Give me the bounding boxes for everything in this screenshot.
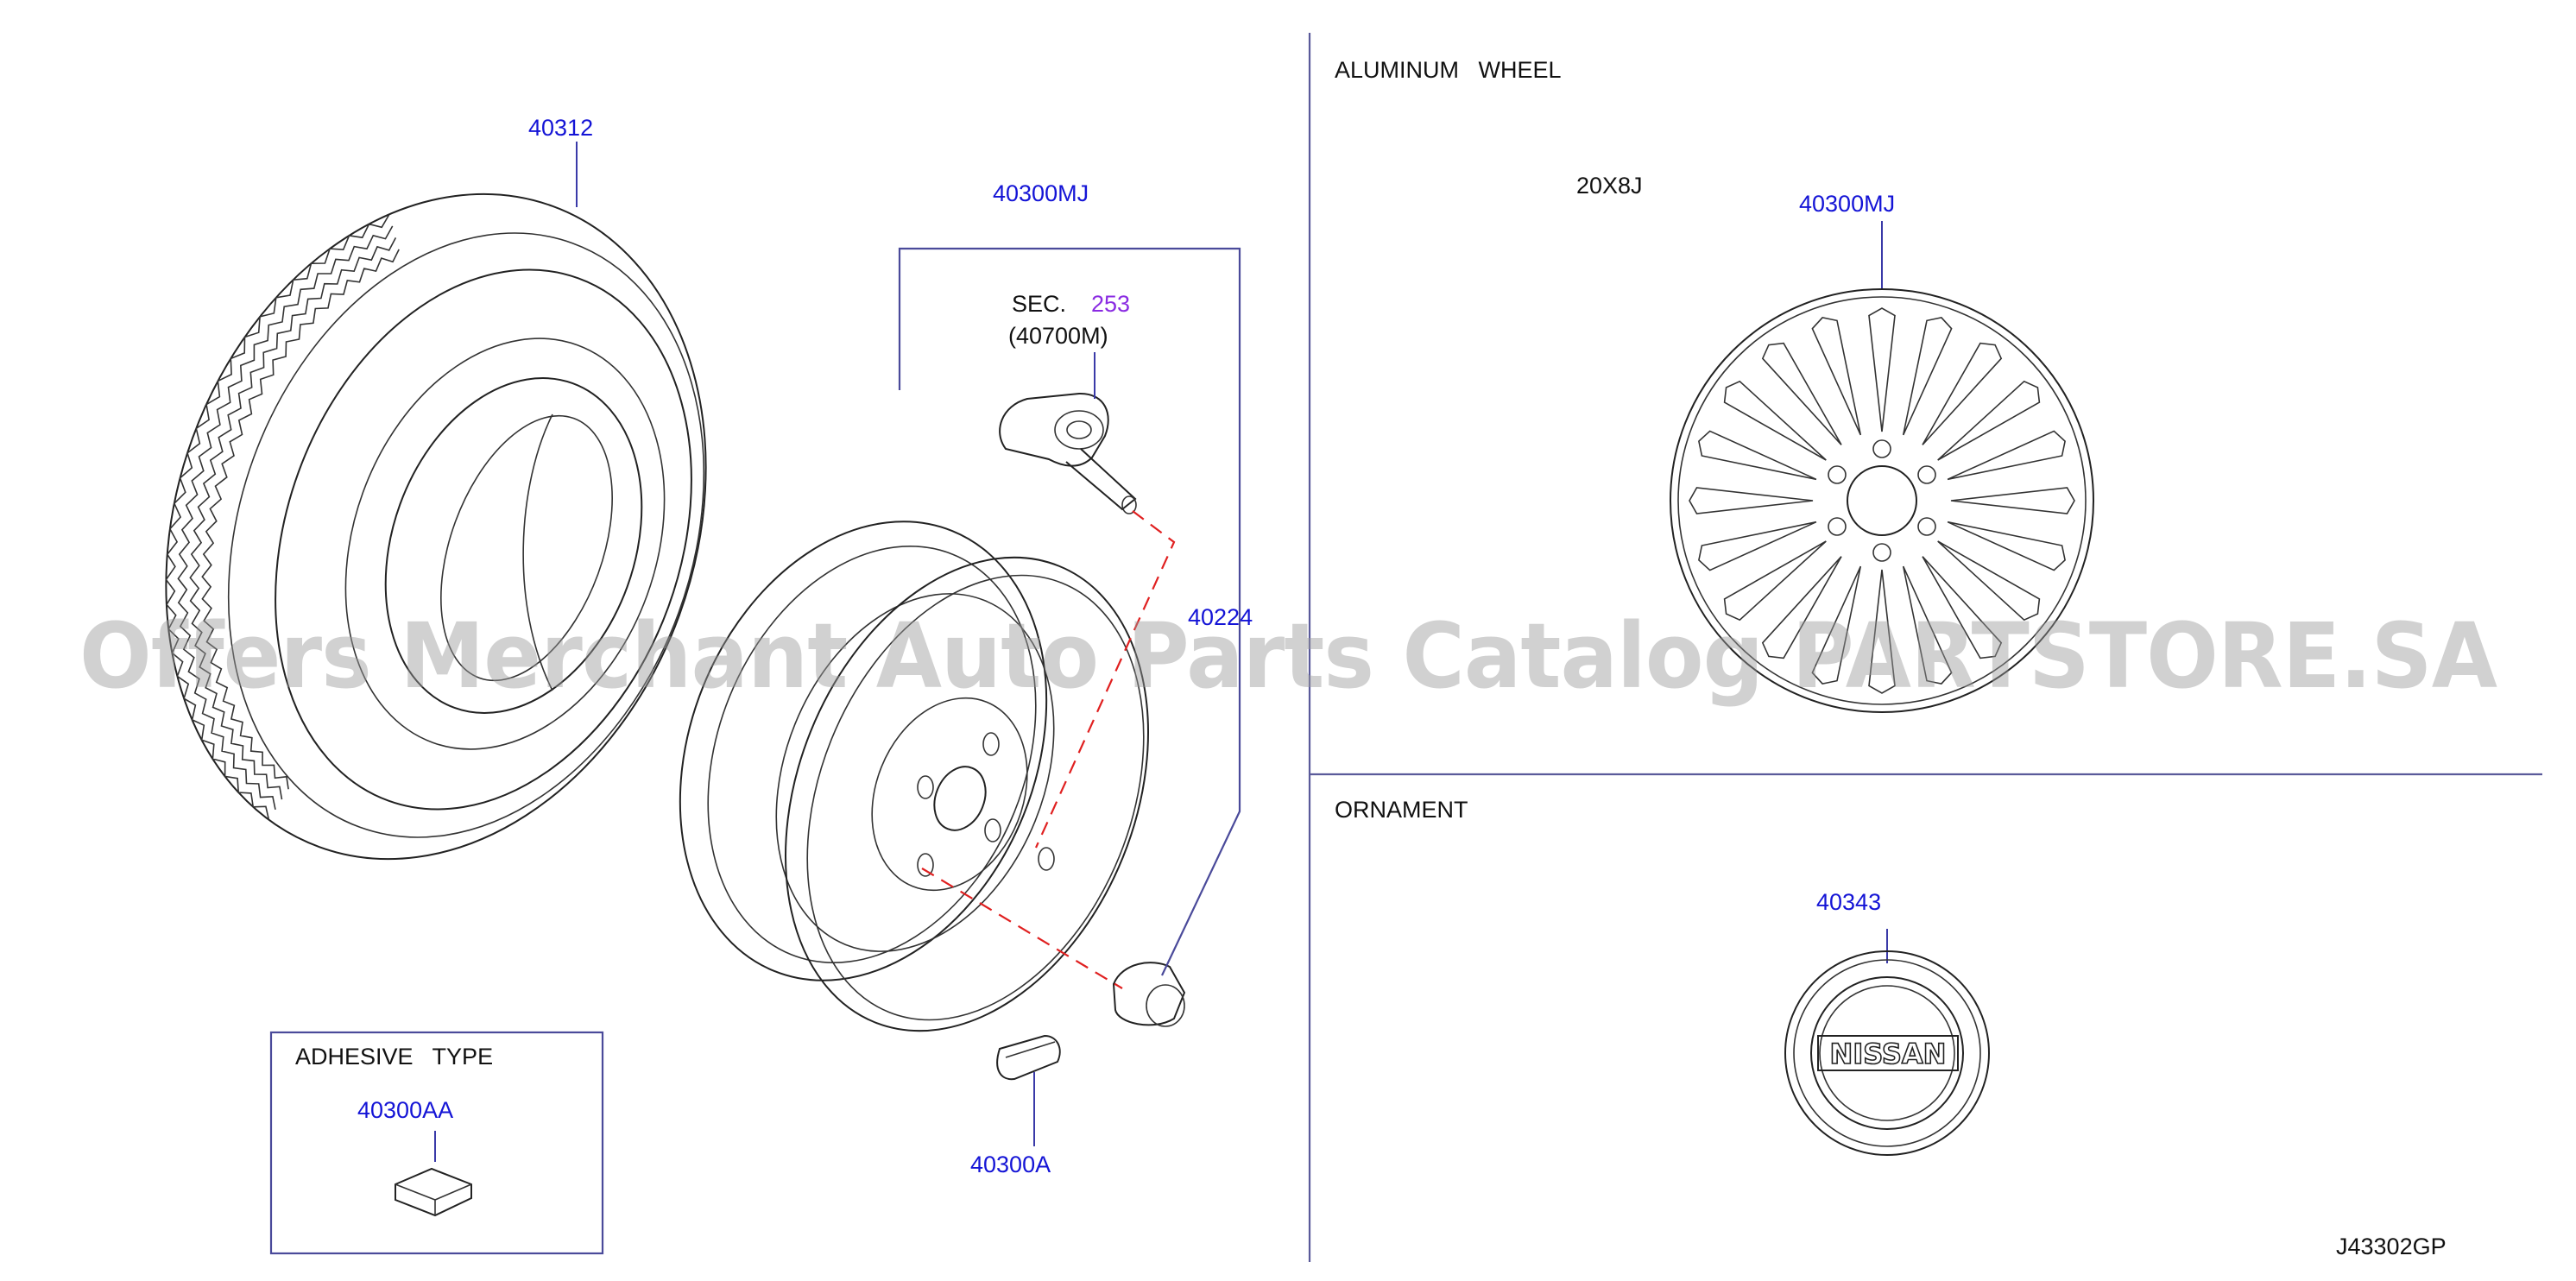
wheel-spoke-window (1723, 380, 1827, 461)
section-prefix: SEC. (1012, 291, 1066, 317)
tpms-sensor-drawing[interactable] (999, 392, 1137, 514)
wheel-spoke-window (1937, 540, 2041, 622)
wheel-spoke-window (1922, 556, 2003, 659)
tire-drawing[interactable] (76, 117, 796, 936)
nissan-emblem-text: NISSAN (1830, 1038, 1947, 1070)
part-label-adhesive-weight[interactable]: 40300AA (357, 1097, 453, 1123)
balance-weight-drawing[interactable] (996, 1034, 1061, 1081)
ornament-drawing[interactable]: NISSAN (1784, 929, 1990, 1156)
wheel-spoke-window (1868, 569, 1896, 694)
wheel-drawing[interactable] (615, 466, 1215, 1085)
wheel-spoke-window (1902, 565, 1953, 685)
wheel-lug-hole (1828, 465, 1847, 484)
part-label-aluminum-wheel[interactable]: 40300MJ (1799, 191, 1895, 217)
wheel-spoke-window (1868, 307, 1896, 432)
section-dividers (1308, 33, 2542, 1262)
section-number-link[interactable]: 253 (1091, 291, 1130, 317)
adhesive-weight-drawing[interactable] (395, 1167, 472, 1217)
part-label-wheel[interactable]: 40300MJ (993, 180, 1089, 206)
wheel-spoke-window (1937, 380, 2041, 461)
part-label-tire[interactable]: 40312 (528, 115, 593, 141)
wheel-spoke-window (1922, 342, 2003, 445)
wheel-spoke-window (1698, 430, 1817, 481)
wheel-spoke-window (1689, 487, 1814, 514)
wheel-size-label: 20X8J (1576, 173, 1643, 199)
wheel-spoke-window (1902, 317, 1953, 436)
adhesive-type-title: ADHESIVE TYPE (295, 1044, 493, 1070)
left-leader-lines (269, 142, 1241, 1255)
part-label-ornament[interactable]: 40343 (1816, 889, 1881, 915)
diagram-id: J43302GP (2336, 1234, 2447, 1259)
wheel-spoke-window (1761, 556, 1842, 659)
ornament-title: ORNAMENT (1335, 797, 1468, 823)
wheel-spoke-window (1723, 540, 1827, 622)
wheel-spoke-window (1947, 521, 2066, 571)
aluminum-wheel-title: ALUMINUM WHEEL (1335, 57, 1562, 83)
wheel-spoke-window (1698, 521, 1817, 571)
aluminum-wheel-drawing[interactable] (1670, 221, 2094, 713)
valve-nut-drawing[interactable] (1112, 962, 1186, 1027)
part-label-balance-weight[interactable]: 40300A (970, 1152, 1051, 1177)
watermark-text: Offers Merchant Auto Parts Catalog PARTS… (79, 603, 2497, 709)
wheel-spoke-window (1761, 342, 1842, 445)
sensor-reference: (40700M) (1008, 323, 1108, 349)
wheel-lug-hole (1872, 543, 1891, 562)
wheel-spoke-window (1811, 565, 1862, 685)
wheel-lug-hole (1828, 517, 1847, 536)
wheel-lug-hole (1872, 439, 1891, 458)
wheel-spoke-window (1811, 317, 1862, 436)
tire-tread-pattern (165, 213, 400, 820)
wheel-spoke-window (1947, 430, 2066, 481)
wheel-lug-holes (1828, 439, 1936, 562)
wheel-lug-hole (1917, 465, 1936, 484)
part-label-valve-nut[interactable]: 40224 (1188, 604, 1253, 630)
assembly-dashed-lines (921, 510, 1176, 989)
wheel-spoke-window (1950, 487, 2075, 514)
wheel-spokes (1689, 307, 2075, 694)
wheel-lug-hole (1917, 517, 1936, 536)
